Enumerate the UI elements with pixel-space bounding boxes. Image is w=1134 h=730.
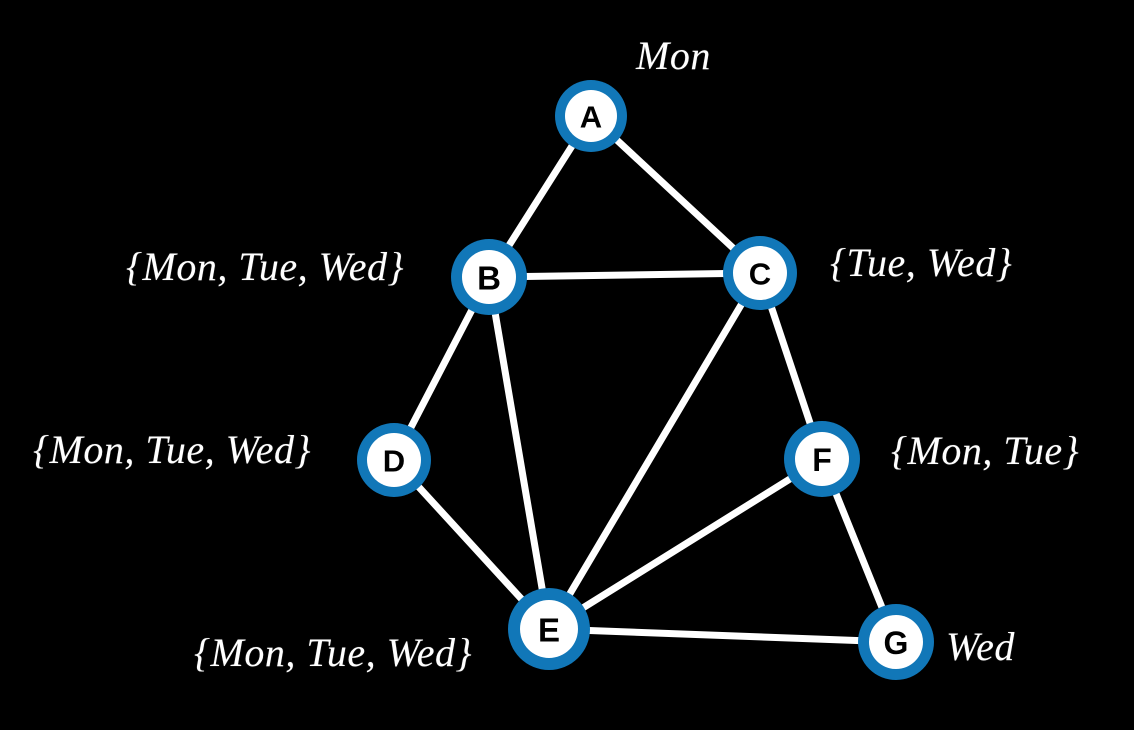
node-disc-d [367, 433, 421, 487]
node-disc-b [462, 250, 516, 304]
graph-edge-e-g [545, 625, 900, 646]
graph-node-a[interactable]: A [555, 80, 627, 152]
domain-label-g: Wed [946, 624, 1015, 669]
graph-node-f[interactable]: F [784, 421, 860, 497]
domain-label-f: {Mon, Tue} [891, 428, 1080, 473]
graph-node-d[interactable]: D [357, 423, 431, 497]
domain-label-a: Mon [636, 33, 711, 78]
graph-edge-c-e [545, 269, 764, 633]
graph-node-g[interactable]: G [858, 604, 934, 680]
node-letter-d: D [383, 444, 405, 479]
node-disc-c [733, 246, 787, 300]
domain-label-b: {Mon, Tue, Wed} [126, 244, 405, 289]
graph-edge-e-f [545, 455, 826, 633]
graph-node-b[interactable]: B [451, 239, 527, 315]
edges-layer [390, 112, 900, 646]
domain-label-e: {Mon, Tue, Wed} [194, 630, 473, 675]
node-letter-g: G [884, 625, 909, 661]
node-letter-c: C [749, 257, 771, 292]
node-disc-g [869, 615, 923, 669]
nodes-layer: A B C D E F G [357, 80, 934, 680]
graph-edge-b-c [485, 269, 764, 281]
node-disc-e [520, 600, 578, 658]
domain-label-d: {Mon, Tue, Wed} [33, 427, 312, 472]
node-letter-b: B [477, 260, 501, 297]
graph-node-c[interactable]: C [723, 236, 797, 310]
node-disc-f [795, 432, 849, 486]
domain-label-c: {Tue, Wed} [830, 240, 1013, 285]
node-letter-a: A [580, 100, 602, 135]
node-letter-f: F [812, 442, 832, 478]
graph-edge-b-e [485, 273, 553, 633]
graph-edge-a-c [587, 112, 764, 277]
graph-node-e[interactable]: E [508, 588, 590, 670]
node-disc-a [565, 90, 617, 142]
node-letter-e: E [538, 612, 560, 649]
